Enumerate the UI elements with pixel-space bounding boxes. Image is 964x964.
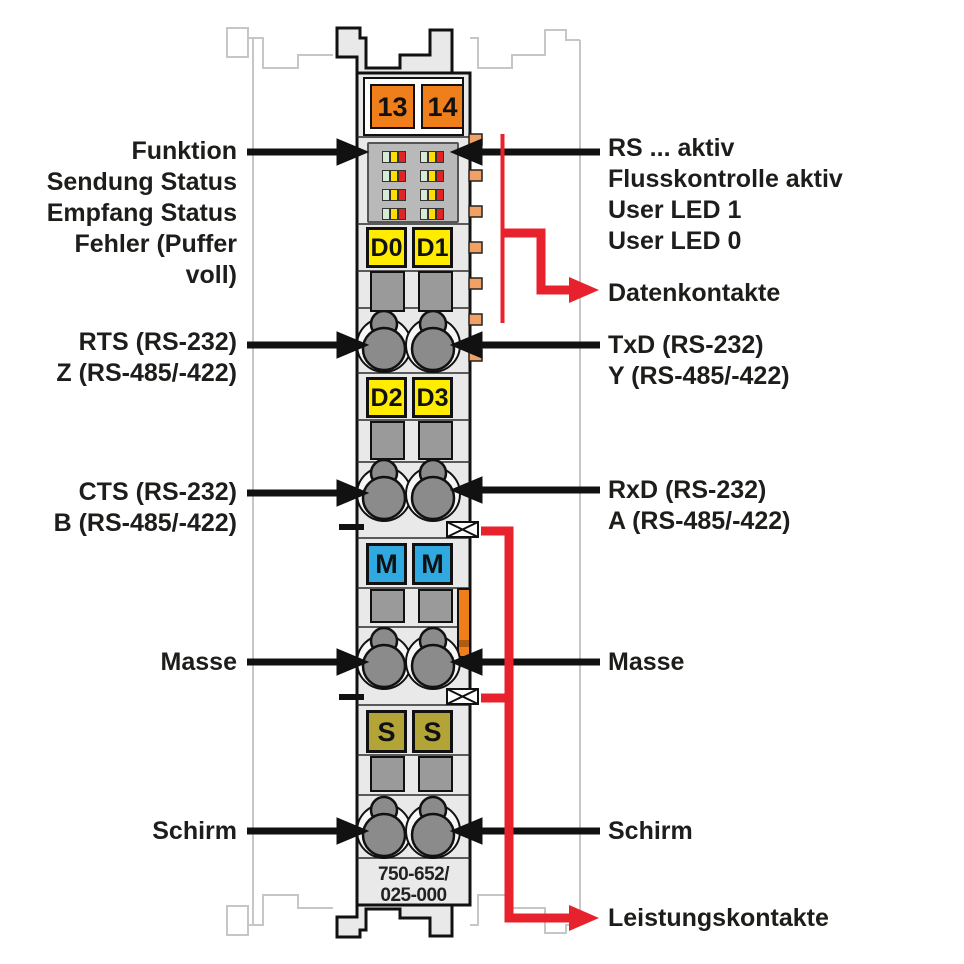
label-cts: CTS (RS-232) bbox=[78, 478, 237, 506]
label-fehler-line2: voll) bbox=[185, 261, 237, 289]
clamp-masse[interactable] bbox=[356, 626, 461, 690]
clamp-cts-rxd[interactable] bbox=[356, 458, 461, 522]
marker-s-left: S bbox=[366, 710, 407, 753]
marker-m-left: M bbox=[366, 543, 407, 585]
label-masse-right: Masse bbox=[608, 648, 685, 676]
label-z: Z (RS-485/-422) bbox=[56, 359, 237, 387]
led-triplet bbox=[420, 189, 444, 201]
label-rts: RTS (RS-232) bbox=[78, 328, 237, 356]
marker-s-right: S bbox=[412, 710, 453, 753]
label-y: Y (RS-485/-422) bbox=[608, 362, 790, 390]
arrow-txd bbox=[449, 331, 600, 359]
led-triplet bbox=[382, 170, 406, 182]
led-triplet bbox=[382, 189, 406, 201]
label-flusskontrolle: Flusskontrolle aktiv bbox=[608, 165, 843, 193]
power-jumper-contact-upper bbox=[446, 521, 479, 538]
arrow-masse-left bbox=[247, 648, 370, 676]
label-datenkontakte: Datenkontakte bbox=[608, 279, 781, 307]
led-triplet bbox=[420, 151, 444, 163]
label-led-group: RS ... aktiv Flusskontrolle aktiv User L… bbox=[608, 133, 843, 257]
label-rs-aktiv: RS ... aktiv bbox=[608, 134, 735, 162]
arrow-rts bbox=[247, 331, 370, 359]
arrow-rxd bbox=[449, 476, 600, 504]
marker-d1: D1 bbox=[412, 227, 453, 268]
terminal-13[interactable]: 13 bbox=[370, 84, 415, 129]
label-txd-group: TxD (RS-232) Y (RS-485/-422) bbox=[608, 330, 790, 392]
marker-d3: D3 bbox=[412, 377, 453, 418]
led-triplet bbox=[382, 151, 406, 163]
arrow-rs-aktiv bbox=[449, 138, 600, 166]
section-dividers bbox=[357, 136, 470, 859]
label-rxd-group: RxD (RS-232) A (RS-485/-422) bbox=[608, 475, 790, 537]
arrow-schirm-left bbox=[247, 817, 370, 845]
label-status-group: Funktion Sendung Status Empfang Status F… bbox=[47, 136, 237, 291]
label-schirm-right: Schirm bbox=[608, 817, 693, 845]
terminal-slot bbox=[418, 271, 453, 312]
label-txd: TxD (RS-232) bbox=[608, 331, 764, 359]
label-masse-left: Masse bbox=[160, 648, 237, 676]
ghost-module-right bbox=[470, 29, 581, 934]
marker-d0: D0 bbox=[366, 227, 407, 268]
leistungskontakte-callout bbox=[481, 526, 599, 931]
module-bottom-rail-profile bbox=[335, 903, 454, 939]
part-number: 750-652/ 025-000 bbox=[357, 864, 470, 906]
power-jumper-marks-left bbox=[339, 524, 364, 700]
module-top-rail-profile bbox=[335, 26, 454, 75]
terminal-slot bbox=[418, 589, 453, 623]
led-block bbox=[367, 142, 459, 223]
marker-m-right: M bbox=[412, 543, 453, 585]
ghost-module-left bbox=[226, 27, 333, 936]
part-number-line2: 025-000 bbox=[380, 885, 447, 906]
clamp-schirm[interactable] bbox=[356, 795, 461, 859]
terminal-slot bbox=[370, 421, 405, 460]
label-sendung-status: Sendung Status bbox=[46, 168, 237, 196]
arrow-cts bbox=[247, 479, 370, 507]
label-rts-group: RTS (RS-232) Z (RS-485/-422) bbox=[56, 327, 237, 389]
terminal-slot bbox=[418, 756, 453, 792]
led-triplet bbox=[382, 208, 406, 220]
label-rxd: RxD (RS-232) bbox=[608, 476, 767, 504]
led-triplet bbox=[420, 170, 444, 182]
datenkontakte-callout bbox=[500, 134, 599, 323]
arrow-funktion bbox=[247, 138, 370, 166]
power-jumper-contact-lower bbox=[446, 688, 479, 705]
label-leistungskontakte: Leistungskontakte bbox=[608, 904, 829, 932]
clamp-rts-txd[interactable] bbox=[356, 309, 461, 373]
label-empfang-status: Empfang Status bbox=[46, 199, 237, 227]
label-funktion: Funktion bbox=[131, 137, 237, 165]
label-user-led1: User LED 1 bbox=[608, 196, 742, 224]
arrow-schirm-right bbox=[449, 817, 600, 845]
led-triplet bbox=[420, 208, 444, 220]
part-number-line1: 750-652/ bbox=[377, 864, 450, 885]
terminal-14[interactable]: 14 bbox=[421, 84, 464, 129]
label-schirm-left: Schirm bbox=[152, 817, 237, 845]
terminal-slot bbox=[370, 589, 405, 623]
terminal-slot bbox=[418, 421, 453, 460]
label-a: A (RS-485/-422) bbox=[608, 507, 791, 535]
arrow-masse-right bbox=[449, 648, 600, 676]
label-cts-group: CTS (RS-232) B (RS-485/-422) bbox=[54, 477, 237, 539]
terminal-slot bbox=[370, 756, 405, 792]
terminal-slot bbox=[370, 271, 405, 312]
label-b: B (RS-485/-422) bbox=[53, 509, 237, 537]
marker-d2: D2 bbox=[366, 377, 407, 418]
label-fehler-line1: Fehler (Puffer bbox=[74, 230, 237, 258]
label-user-led0: User LED 0 bbox=[608, 227, 742, 255]
